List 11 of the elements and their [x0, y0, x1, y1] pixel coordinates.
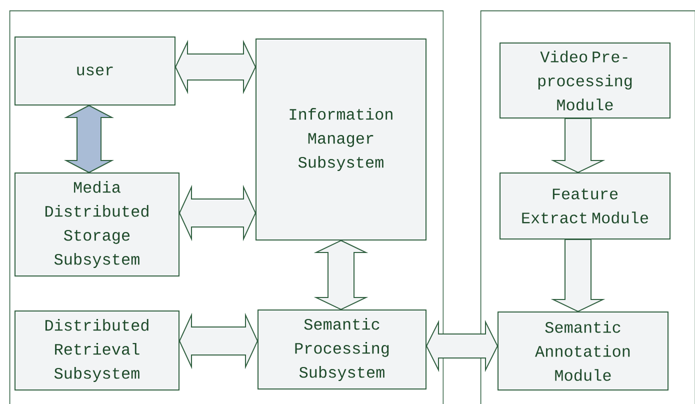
module-box: Distributed Retrieval Subsystem: [14, 310, 180, 390]
block-arrow: [550, 118, 606, 174]
module-box: Media Distributed Storage Subsystem: [14, 172, 180, 276]
module-box: Feature Extract Module: [500, 172, 670, 240]
module-box: user: [14, 36, 176, 106]
module-box: Information Manager Subsystem: [256, 38, 426, 240]
panel-frame: [9, 10, 444, 404]
module-box: Video Pre-processing Module: [500, 42, 670, 118]
block-arrow: [550, 239, 606, 312]
module-box: Semantic Annotation Module: [498, 312, 668, 390]
module-box: Semantic Processing Subsystem: [258, 310, 426, 390]
